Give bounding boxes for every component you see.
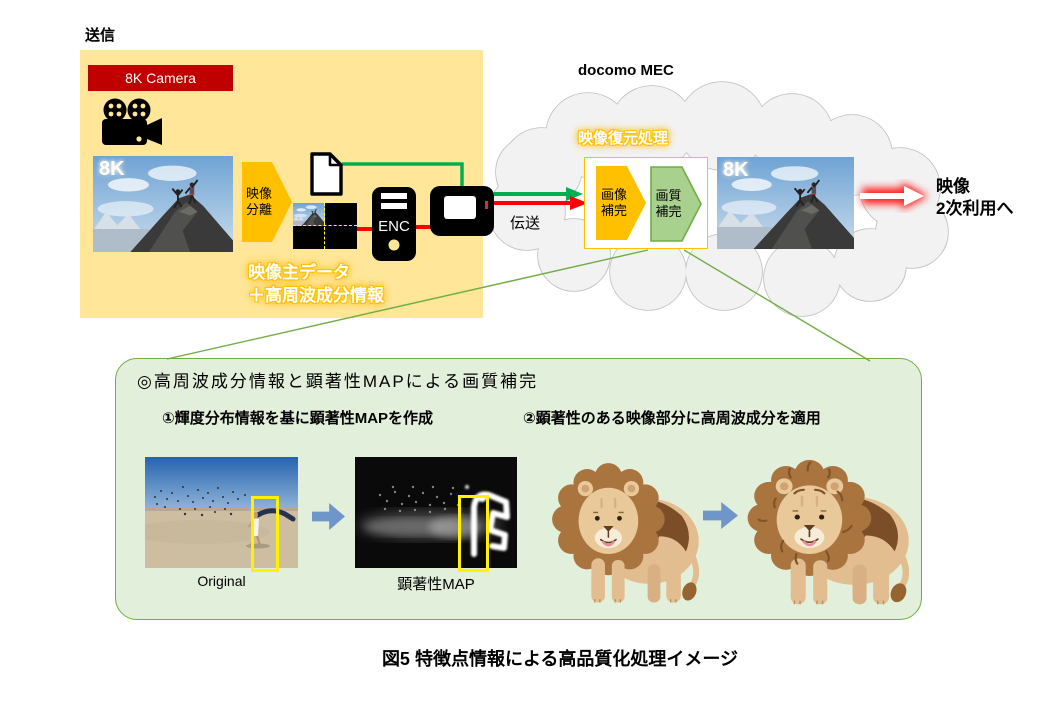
payload-line1: 映像主データ: [248, 263, 350, 282]
quality-completion-label: 画質 補完: [650, 166, 687, 242]
payload-label: 映像主データ ＋高周波成分情報: [248, 261, 384, 307]
detail-step1: ①輝度分布情報を基に顕著性MAPを作成: [162, 410, 434, 427]
quadrant-image: [293, 203, 357, 249]
callout-left-line: [166, 249, 649, 360]
callout-right-line: [683, 249, 871, 362]
output-8k-image: 8K: [717, 157, 854, 249]
saliency-highlight-box: [458, 495, 489, 572]
document-icon: [310, 152, 343, 196]
transmission-label: 伝送: [510, 215, 541, 232]
source-8k-image: 8K: [93, 156, 233, 252]
transmitter-device: [430, 186, 494, 236]
output-glow-arrow: [860, 182, 928, 210]
detail-title: ◎高周波成分情報と顕著性MAPによる画質補完: [137, 372, 539, 391]
image-completion-line2: 補完: [600, 203, 627, 218]
output-8k-tag: 8K: [723, 159, 749, 181]
video-camera-icon: [102, 98, 162, 145]
image-completion-arrow: [596, 166, 646, 240]
quality-completion-arrow: [650, 166, 702, 242]
quadrant-vline: [324, 203, 325, 249]
image-completion-line1: 画像: [600, 187, 627, 202]
lion-after-image: [742, 437, 920, 613]
image-completion-label: 画像 補完: [596, 166, 632, 240]
mec-title: docomo MEC: [578, 62, 674, 79]
figure-caption: 図5 特徴点情報による高品質化処理イメージ: [381, 649, 739, 669]
secondary-use-line2: 2次利用へ: [936, 199, 1014, 218]
camera-badge: 8K Camera: [88, 65, 233, 91]
sender-section-label: 送信: [85, 27, 116, 44]
quadrant-hline: [293, 225, 357, 226]
separation-arrow-label: 映像 分離: [242, 162, 276, 242]
enc-label: ENC: [378, 218, 410, 235]
separation-line1: 映像: [245, 186, 272, 201]
separation-arrow: [242, 162, 292, 242]
separation-line2: 分離: [245, 202, 272, 217]
original-caption: Original: [197, 573, 246, 589]
secondary-use-line1: 映像: [936, 177, 970, 196]
saliency-caption: 顕著性MAP: [397, 576, 475, 593]
detail-step2: ②顕著性のある映像部分に高周波成分を適用: [523, 410, 821, 427]
original-highlight-box: [251, 496, 279, 572]
enc-device: ENC: [372, 187, 416, 261]
source-8k-tag: 8K: [99, 158, 125, 180]
secondary-use-label: 映像 2次利用へ: [936, 176, 1013, 220]
payload-line2: ＋高周波成分情報: [248, 286, 384, 305]
green-data-line: [342, 162, 464, 190]
quality-completion-line2: 補完: [655, 204, 682, 219]
camera-badge-label: 8K Camera: [125, 70, 196, 86]
lion-before-image: [547, 441, 709, 611]
quality-completion-line1: 画質: [655, 188, 682, 203]
restore-process-label: 映像復元処理: [578, 130, 669, 147]
saliency-map-image: [355, 457, 517, 568]
